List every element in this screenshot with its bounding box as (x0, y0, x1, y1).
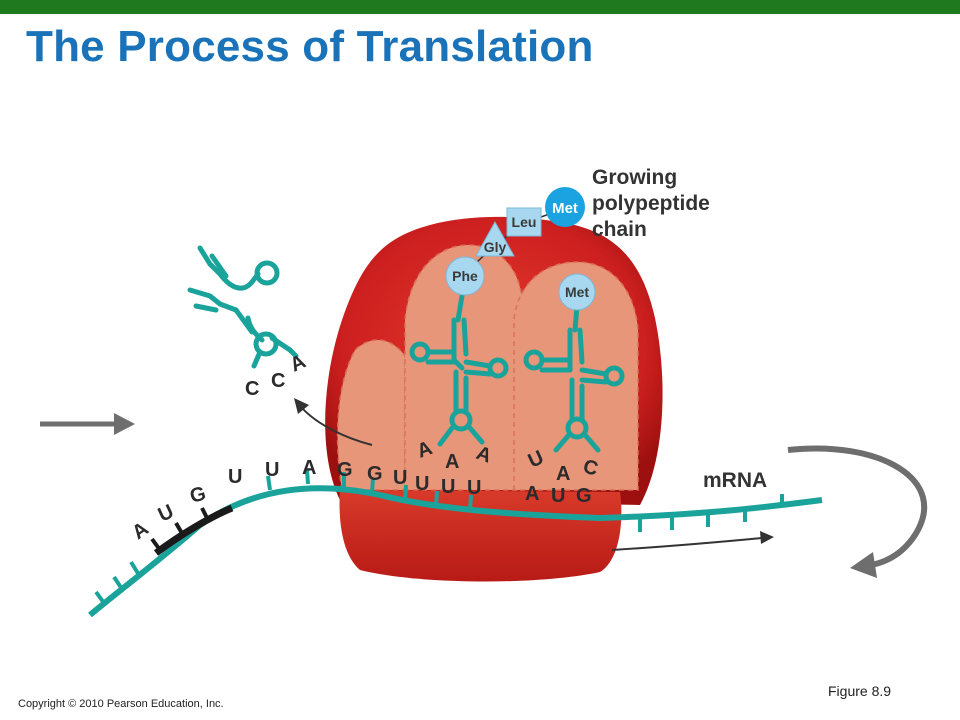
ribosome-move-arrow (611, 531, 774, 551)
anticodon-base: A (473, 442, 494, 468)
copyright-text: Copyright © 2010 Pearson Education, Inc. (18, 698, 224, 710)
growing-label-line2: polypeptide (592, 192, 710, 215)
exit-arrow (294, 398, 373, 446)
mrna-base: U (467, 477, 481, 499)
mrna-base: U (228, 466, 242, 488)
mrna-base: G (337, 459, 353, 481)
mrna-base: U (155, 500, 177, 526)
growing-label-line1: Growing (592, 166, 677, 189)
p-site-trna (523, 303, 625, 453)
mrna-base: A (302, 457, 316, 479)
met-amino-acid-top: Met (545, 187, 585, 227)
trna-base: C (271, 370, 285, 392)
mrna-base: U (441, 476, 455, 498)
phe-amino-acid: Phe (445, 256, 485, 296)
growing-label-line3: chain (592, 218, 647, 241)
leu-label: Leu (512, 214, 537, 230)
mrna-label: mRNA (703, 469, 767, 492)
exiting-trna (187, 245, 299, 369)
mrna-strand (88, 469, 823, 618)
phe-label: Phe (452, 268, 478, 284)
met-amino-acid-psite: Met (558, 273, 596, 311)
gly-amino-acid: Gly (475, 220, 515, 257)
anticodon-base: C (581, 456, 601, 481)
gly-label: Gly (484, 239, 507, 255)
a-site-trna (409, 293, 509, 447)
mrna-ticks (94, 469, 784, 605)
mrna-base: U (265, 459, 279, 481)
mrna-base: U (393, 467, 407, 489)
page-title: The Process of Translation (26, 22, 594, 71)
a-site-anticodon: A A A (414, 437, 494, 473)
top-bar (0, 0, 960, 14)
mrna-base: A (128, 518, 152, 544)
mrna-base: G (576, 485, 592, 507)
mrna-base: U (551, 485, 565, 507)
mrna-base: U (415, 473, 429, 495)
figure-label: Figure 8.9 (828, 683, 892, 699)
leu-amino-acid: Leu (506, 207, 542, 237)
mrna-base: G (188, 483, 209, 508)
anticodon-base: A (556, 463, 570, 485)
trna-base: C (245, 378, 259, 400)
exiting-trna-bases: C C A (245, 350, 309, 400)
anticodon-base: A (445, 451, 459, 473)
polypeptide-chain: Met Leu Gly Phe Met (445, 187, 596, 311)
anticodon-base: A (414, 437, 435, 463)
mrna-base: A (525, 483, 539, 505)
met-top-label: Met (552, 200, 578, 217)
curved-return-arrow (787, 445, 928, 578)
mrna-base: G (367, 463, 383, 485)
p-site-anticodon: U A C (525, 446, 601, 485)
met-psite-label: Met (565, 284, 589, 300)
left-direction-arrow (40, 413, 135, 435)
trna-base: A (287, 350, 309, 376)
growing-chain-label: Growing polypeptide chain (592, 166, 710, 241)
